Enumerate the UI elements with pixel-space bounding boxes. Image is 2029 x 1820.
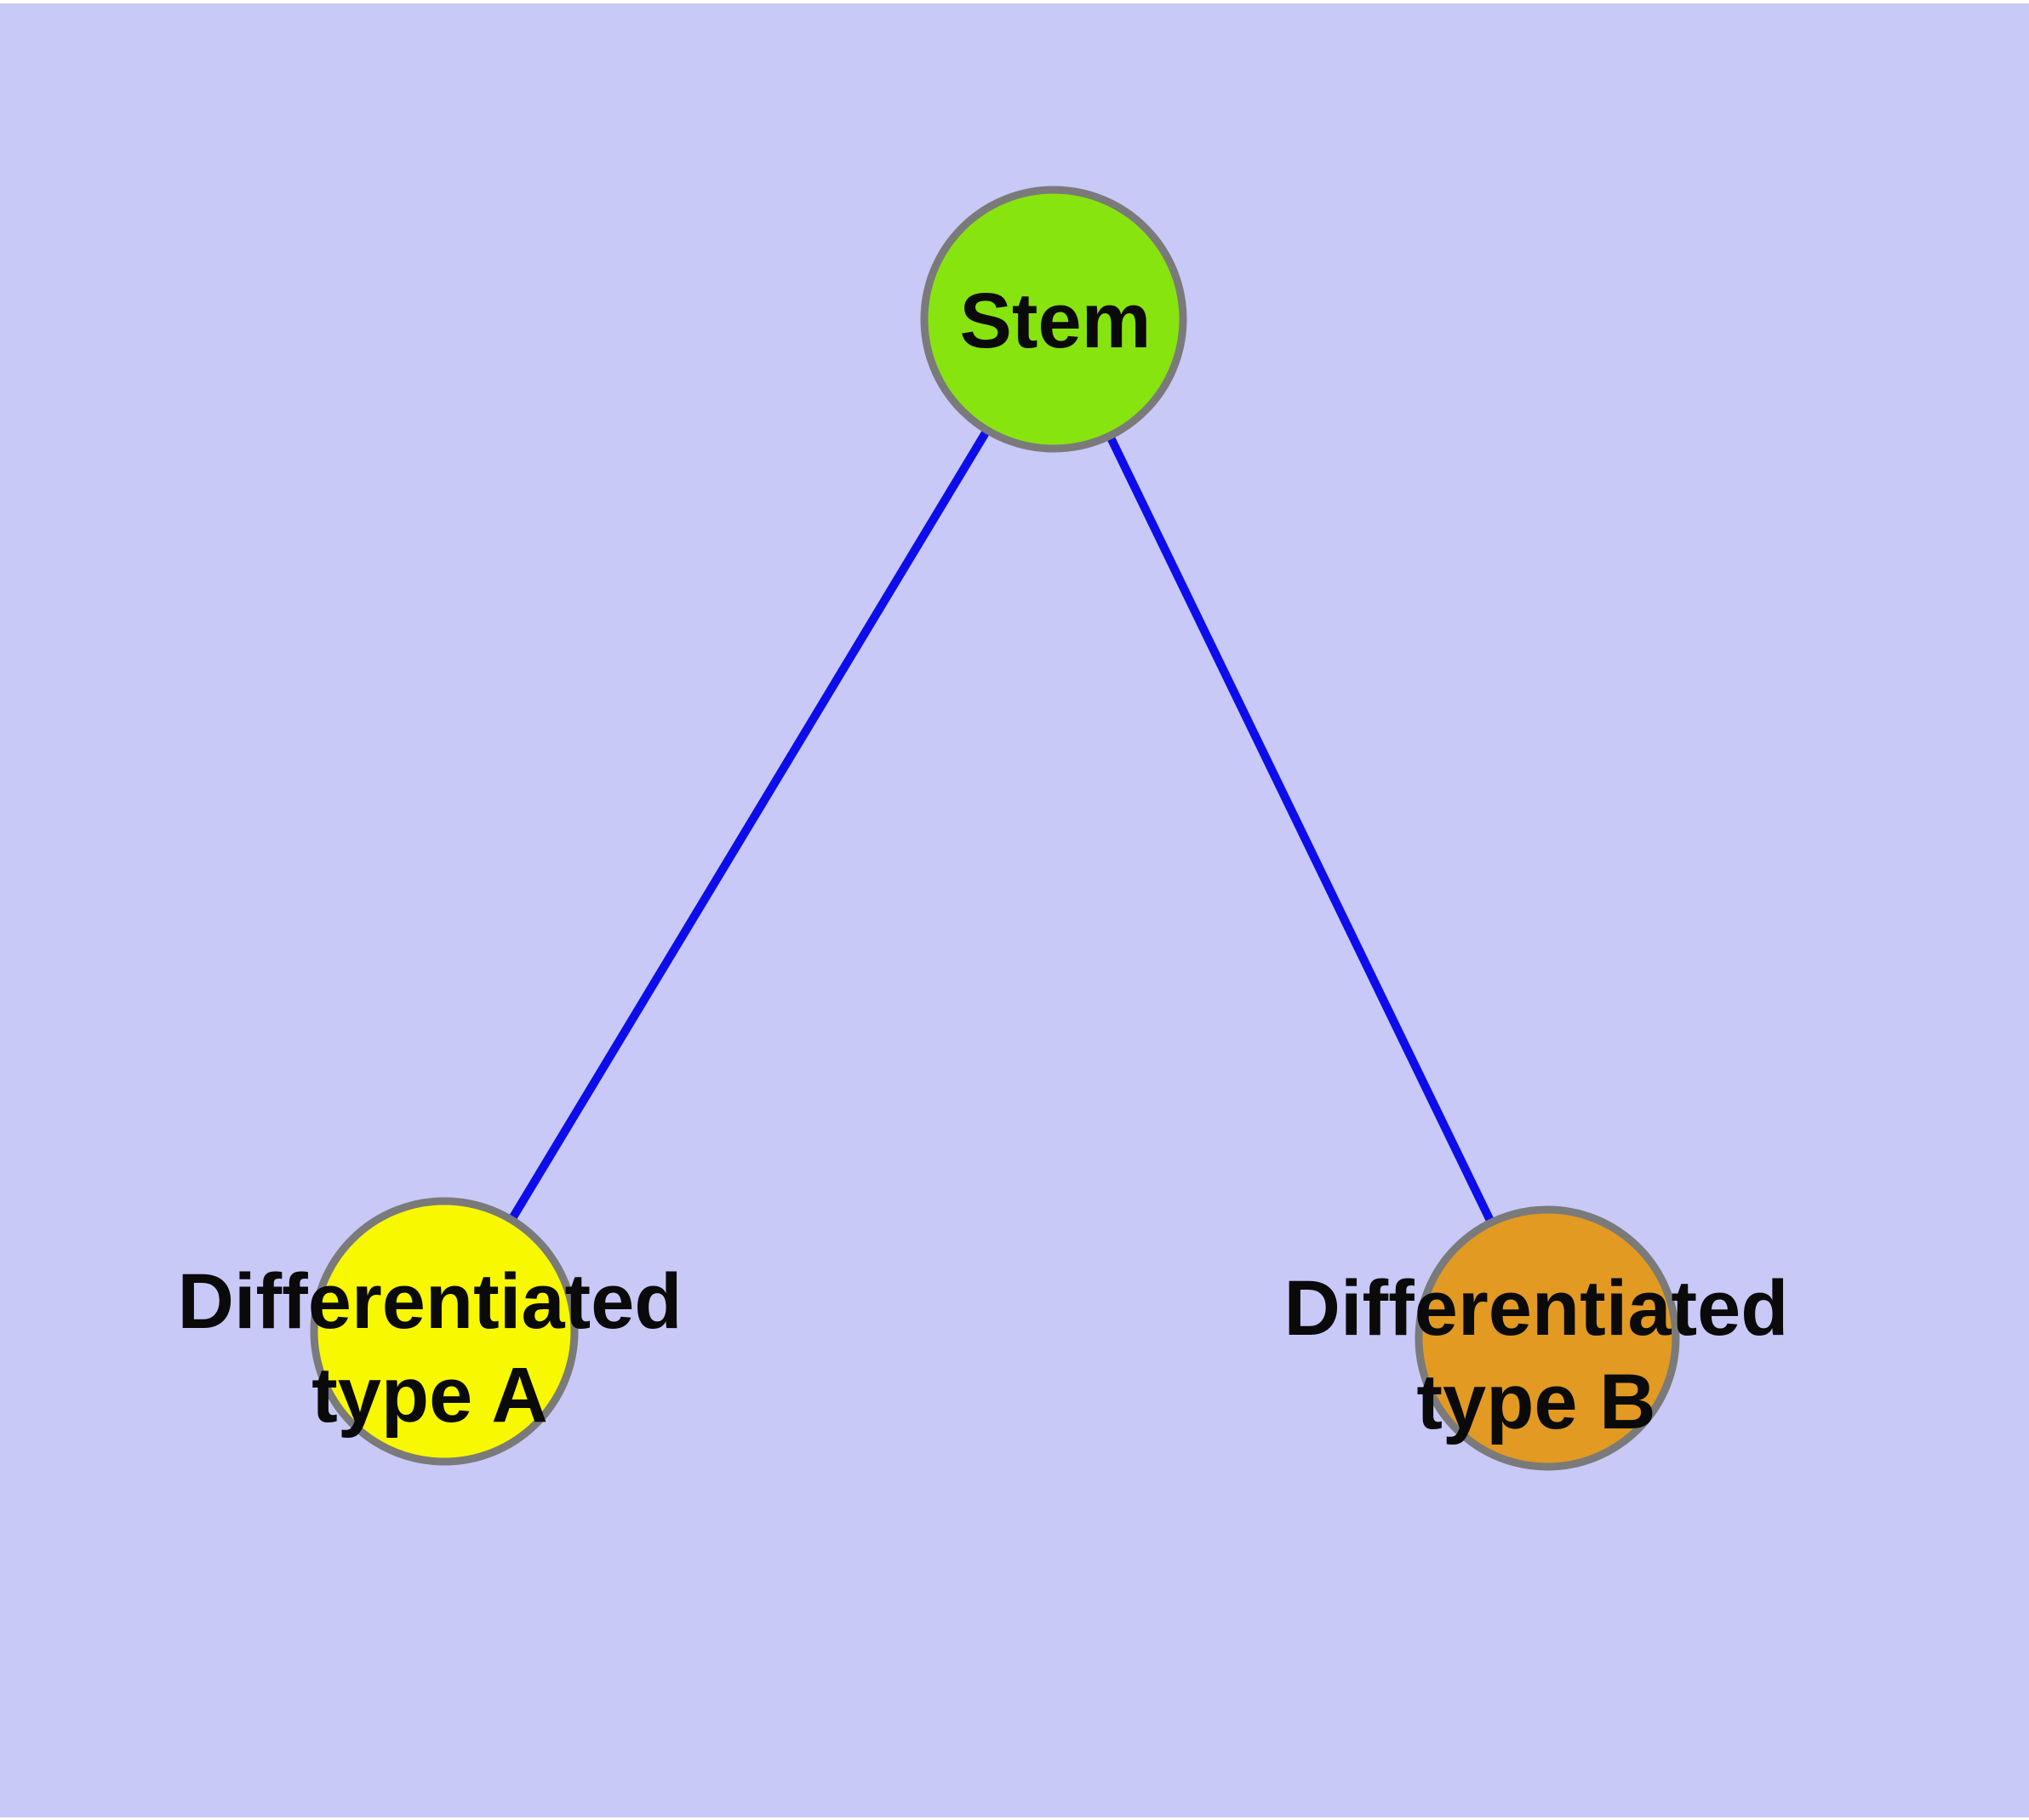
node-type-b-circle xyxy=(1415,1205,1680,1471)
edge-stem-to-type-b xyxy=(1106,432,1495,1227)
node-type-b-label-line1: Differentiated xyxy=(1284,1265,1789,1352)
node-type-a-label-line1: Differentiated xyxy=(178,1258,683,1345)
node-stem-label: Stem xyxy=(960,278,1152,364)
node-differentiated-type-b: Differentiated type B xyxy=(1284,1205,1789,1471)
node-type-a-circle xyxy=(310,1197,579,1466)
node-stem-circle xyxy=(920,186,1187,453)
node-differentiated-type-a: Differentiated type A xyxy=(178,1197,683,1466)
edge-stem-to-type-a xyxy=(507,426,992,1224)
node-type-a-label-line2: type A xyxy=(311,1352,548,1439)
node-type-b-label-line2: type B xyxy=(1416,1359,1655,1445)
node-stem: Stem xyxy=(920,186,1187,453)
